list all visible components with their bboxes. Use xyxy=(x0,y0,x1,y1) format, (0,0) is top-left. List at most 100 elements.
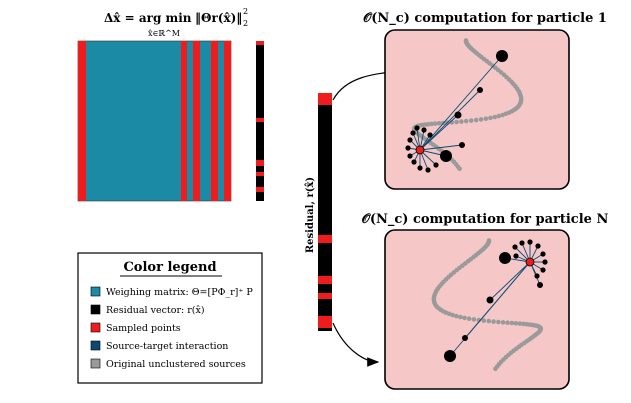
cluster-center xyxy=(421,127,427,133)
equation: Δx̂ = arg min x̂∈ℝ^M ‖Θr(x̂)‖ 2 2 xyxy=(104,7,248,38)
equation-norm: ‖Θr(x̂)‖ xyxy=(195,11,242,25)
interaction-line xyxy=(419,89,481,151)
residual-sampled-entry xyxy=(318,293,332,299)
cluster-center xyxy=(405,145,411,151)
source-point xyxy=(454,313,459,319)
cluster-center xyxy=(540,251,546,257)
arrow-to-particle-n xyxy=(332,322,380,367)
source-point xyxy=(496,319,501,325)
cluster-center xyxy=(537,282,543,288)
cluster-center xyxy=(527,239,533,245)
legend-label-sampled: Sampled points xyxy=(106,323,181,334)
panel-particle-n xyxy=(384,229,570,390)
source-point xyxy=(473,117,479,123)
source-point xyxy=(486,238,492,243)
cluster-center xyxy=(459,142,465,148)
residual-sampled-entry xyxy=(318,235,332,243)
cluster-center xyxy=(454,111,462,119)
source-point xyxy=(505,320,510,326)
residual-sampled-entry xyxy=(318,316,332,328)
source-point xyxy=(463,118,469,124)
source-point xyxy=(509,320,515,326)
cluster-center xyxy=(407,137,413,143)
interaction-line xyxy=(464,261,531,339)
cluster-center xyxy=(540,267,546,273)
source-point xyxy=(486,318,492,324)
legend-label-residual: Residual vector: r(x̂) xyxy=(106,305,205,316)
cluster-center xyxy=(513,253,519,259)
source-point xyxy=(429,121,435,127)
source-point xyxy=(500,320,506,325)
equation-superscript: 2 xyxy=(243,7,248,16)
legend-label-sources: Original unclustered sources xyxy=(106,359,246,370)
cluster-center xyxy=(499,252,511,264)
panel-title-particle-1: 𝒪(N_c) computation for particle 1 xyxy=(363,11,607,26)
residual-vector-small xyxy=(256,41,264,201)
cluster-center xyxy=(534,273,540,279)
cluster-center xyxy=(411,159,417,165)
cluster-center xyxy=(496,50,508,62)
residual-sampled-entry xyxy=(256,160,264,166)
source-point xyxy=(492,114,498,120)
equation-subscript: x̂∈ℝ^M xyxy=(148,29,180,38)
source-point xyxy=(426,121,431,127)
source-point xyxy=(463,38,469,43)
weighing-matrix xyxy=(77,40,232,202)
matrix-sampled-column xyxy=(181,41,187,201)
cluster-center xyxy=(427,132,433,138)
source-point xyxy=(462,315,467,321)
source-point xyxy=(521,321,526,327)
source-point xyxy=(458,314,463,320)
cluster-center xyxy=(477,87,483,93)
cluster-center xyxy=(462,335,468,341)
cluster-center xyxy=(433,162,439,168)
equation-norm-subscript: 2 xyxy=(243,19,248,28)
cluster-center xyxy=(486,296,494,304)
cluster-center xyxy=(425,167,431,173)
equation-lhs: Δx̂ = arg min xyxy=(104,11,192,25)
source-point xyxy=(481,318,487,323)
cluster-center xyxy=(444,350,456,362)
source-point xyxy=(432,121,438,126)
panel-background xyxy=(384,29,570,190)
cluster-centers xyxy=(405,50,508,173)
legend-swatch-residual xyxy=(90,304,101,315)
cluster-center xyxy=(519,240,525,246)
source-point xyxy=(478,117,484,122)
source-point xyxy=(468,118,474,123)
source-point xyxy=(491,319,496,324)
cluster-centers xyxy=(444,239,548,362)
residual-sampled-entry xyxy=(256,187,264,192)
source-point xyxy=(436,121,442,126)
matrix-sampled-column xyxy=(193,41,200,201)
legend-label-interaction: Source-target interaction xyxy=(106,341,228,352)
matrix-sampled-column xyxy=(78,41,86,201)
cluster-center xyxy=(414,125,420,131)
interaction-line xyxy=(419,55,503,151)
cluster-center xyxy=(417,165,423,171)
color-legend: Color legend Weighing matrix: Θ=[PΦ_r]⁺ … xyxy=(77,252,263,384)
residual-vector-body xyxy=(318,93,332,331)
cluster-center xyxy=(407,153,413,159)
panel-title-particle-n: 𝒪(N_c) computation for particle N xyxy=(362,212,609,227)
source-point xyxy=(517,321,523,326)
legend-title: Color legend xyxy=(123,260,216,275)
legend-swatch-interaction xyxy=(90,340,101,351)
source-points xyxy=(412,38,524,172)
residual-sampled-entry xyxy=(318,93,332,105)
target-particle xyxy=(525,257,535,267)
interaction-line xyxy=(419,144,463,151)
interaction-line xyxy=(489,261,531,301)
cluster-center xyxy=(535,243,541,249)
residual-sampled-entry xyxy=(256,172,264,176)
source-point xyxy=(496,113,502,119)
matrix-sampled-column xyxy=(224,41,231,201)
source-point xyxy=(471,317,477,322)
source-points xyxy=(431,238,543,372)
cluster-center xyxy=(440,150,452,162)
residual-label: Residual, r(x̂) xyxy=(305,177,316,253)
legend-box xyxy=(77,252,263,384)
cluster-center xyxy=(542,259,548,265)
source-point xyxy=(488,115,493,121)
